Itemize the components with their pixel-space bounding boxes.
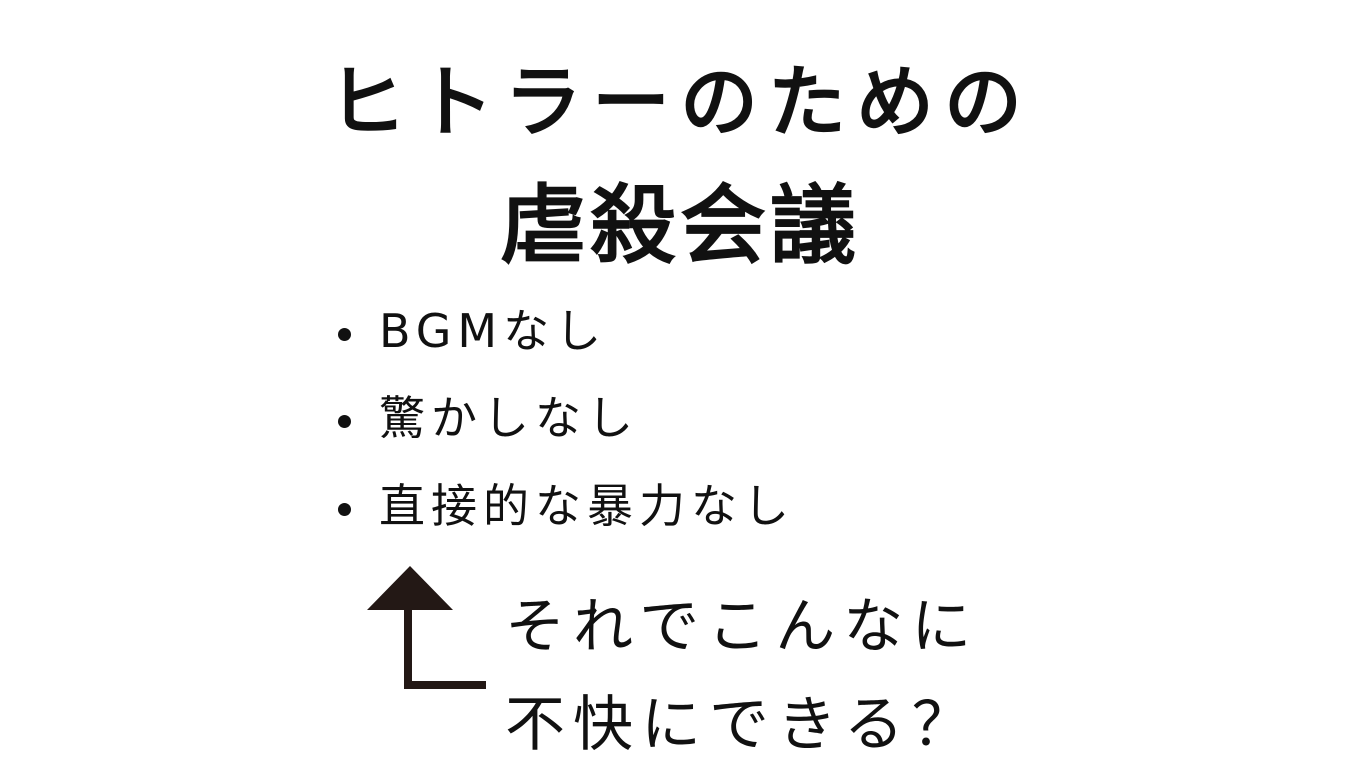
bullet-text: BGMなし [379,304,608,358]
bullet-item: 驚かしなし [338,382,639,448]
question-line-2: 不快にできる？ [505,690,980,760]
bullet-dot-icon [338,328,351,341]
title-line-2: 虐殺会議 [500,176,860,276]
bullet-dot-icon [338,415,351,428]
question-line-1: それでこんなに [505,592,980,662]
bullet-dot-icon [338,503,351,516]
bullet-text: 直接的な暴力なし [379,479,795,533]
title-line-1: ヒトラーのための [327,58,1032,148]
bullet-item: 直接的な暴力なし [338,470,795,536]
bullet-item: BGMなし [338,295,607,361]
bullet-text: 驚かしなし [379,391,639,445]
